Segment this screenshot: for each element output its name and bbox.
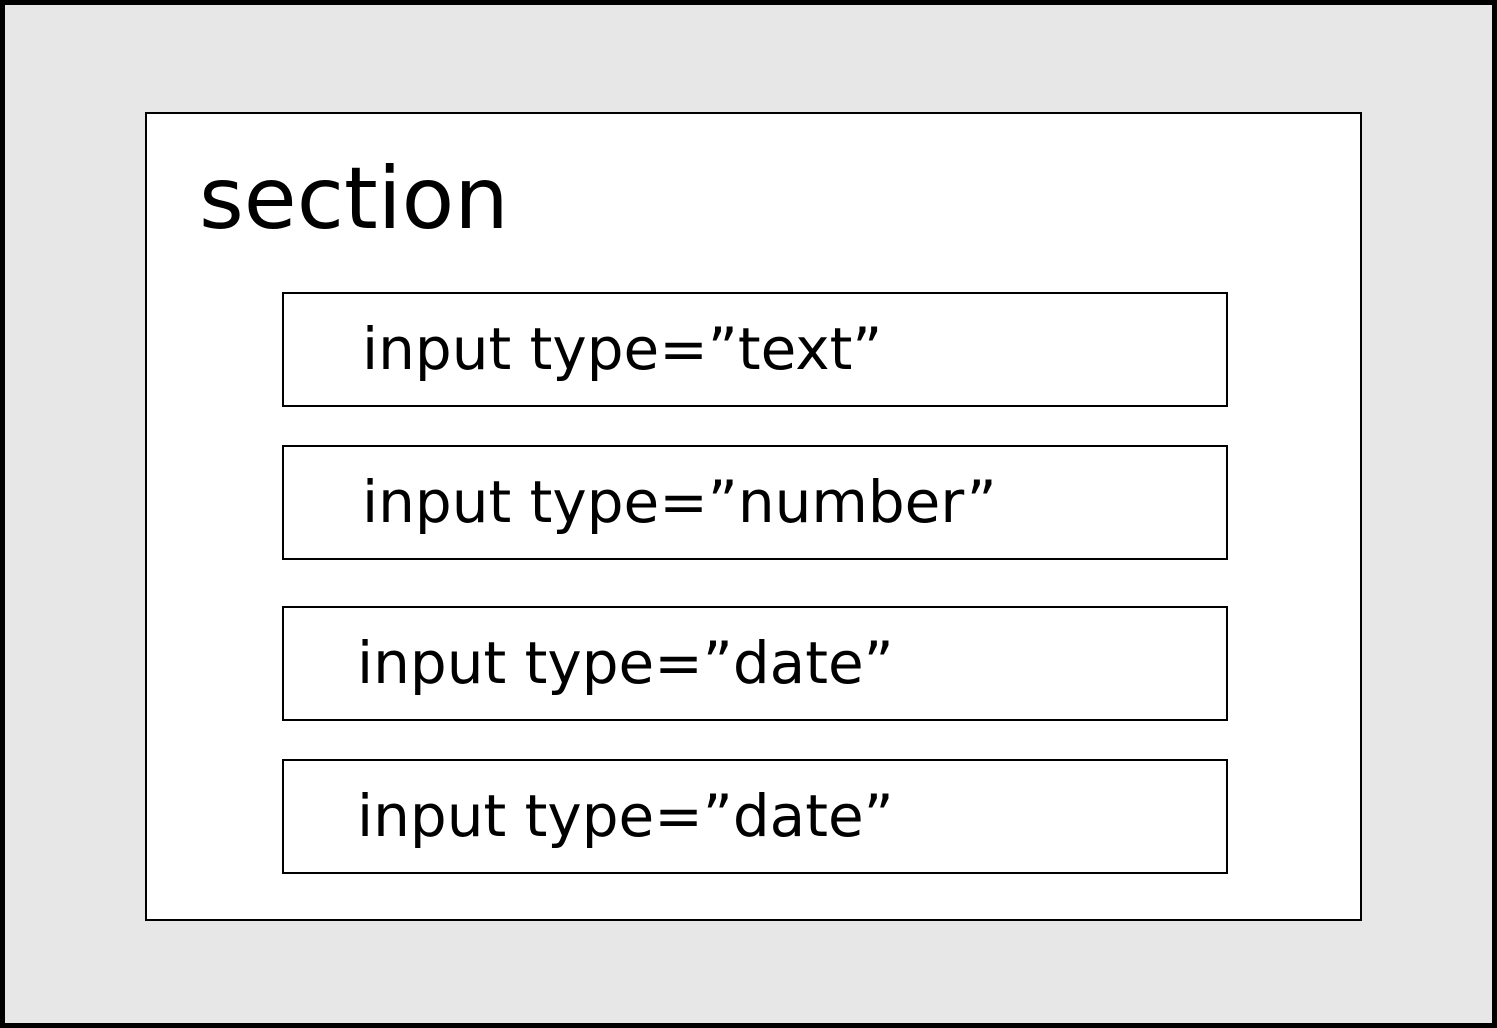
date-input-label: input type=”date” (357, 782, 894, 850)
date-input-field[interactable]: input type=”date” (282, 606, 1228, 721)
date-input-label: input type=”date” (357, 629, 894, 697)
text-input-label: input type=”text” (362, 315, 883, 383)
date-input-field[interactable]: input type=”date” (282, 759, 1228, 874)
section-label: section (199, 149, 509, 249)
number-input-field[interactable]: input type=”number” (282, 445, 1228, 560)
number-input-label: input type=”number” (362, 468, 997, 536)
text-input-field[interactable]: input type=”text” (282, 292, 1228, 407)
section-container: section input type=”text” input type=”nu… (145, 112, 1362, 921)
